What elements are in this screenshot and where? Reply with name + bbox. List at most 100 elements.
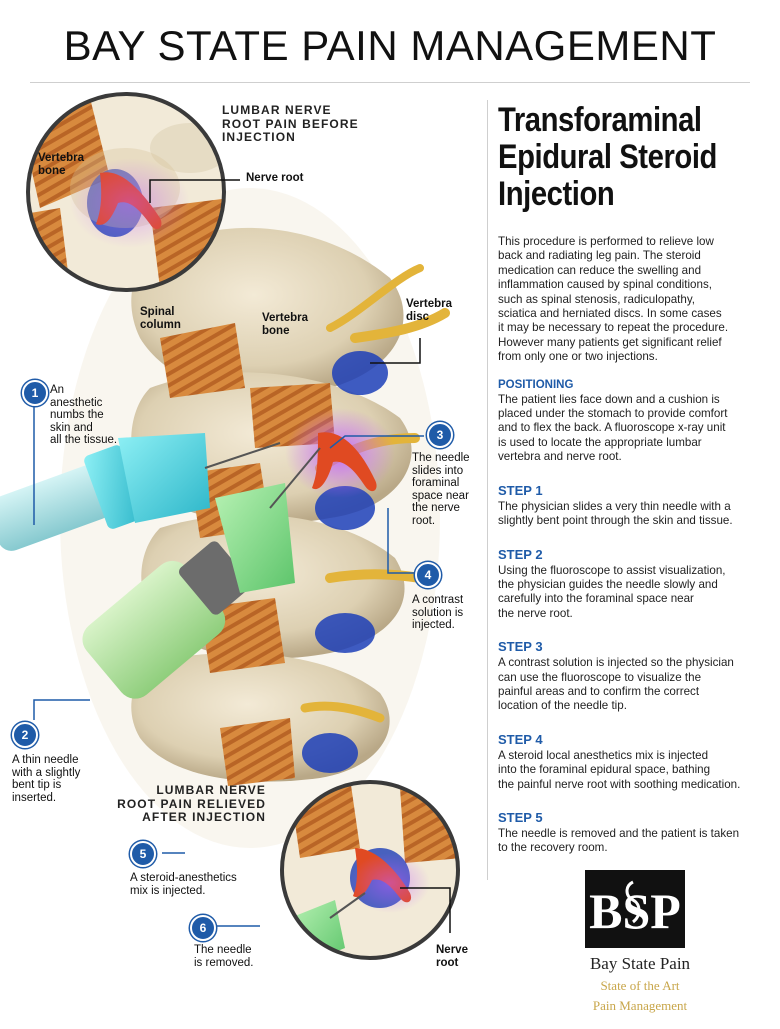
callout-line: foraminal	[412, 477, 460, 490]
intro-line: This procedure is performed to relieve l…	[498, 235, 714, 248]
label-vertebra-disc: Vertebra disc	[406, 298, 452, 323]
callout-line: root.	[412, 514, 436, 527]
heading-line: Injection	[498, 175, 615, 213]
callout-line: An	[50, 384, 65, 396]
step-line: location of the needle tip.	[498, 699, 627, 713]
column-divider	[487, 100, 488, 880]
step-line: slightly bent point through the skin and…	[498, 514, 733, 528]
caption-before-line: INJECTION	[222, 130, 296, 144]
intro-line: such as spinal stenosis, radiculopathy,	[498, 292, 695, 306]
callout-text-4: A contrast solution is injected.	[412, 594, 463, 632]
label-line: root	[436, 956, 459, 969]
spine-illustration: LUMBAR NERVE ROOT PAIN BEFORE INJECTION …	[0, 88, 480, 1024]
callout-line: mix is injected.	[130, 884, 206, 897]
intro-line: it may be necessary to repeat the proced…	[498, 321, 729, 335]
section-line: The patient lies face down and a cushion…	[498, 392, 720, 406]
callout-number-2: 2	[12, 722, 38, 748]
callout-line: inserted.	[12, 791, 57, 804]
callout-line: slides into	[412, 464, 464, 477]
caption-before-line: ROOT PAIN BEFORE	[222, 116, 359, 131]
section-line: is used to locate the appropriate lumbar	[498, 435, 702, 449]
caption-after: LUMBAR NERVE ROOT PAIN RELIEVED AFTER IN…	[96, 783, 266, 825]
caption-after-line: AFTER INJECTION	[142, 810, 266, 824]
callout-text-5: A steroid-anesthetics mix is injected.	[130, 872, 237, 897]
section-step-3: STEP 3 A contrast solution is injected s…	[498, 639, 770, 714]
magnifier-after	[280, 780, 460, 960]
callout-leaders	[33, 394, 424, 927]
intro-line: from only one or two injections.	[498, 350, 658, 364]
intro-line: medication can reduce the swelling and	[498, 263, 702, 277]
callout-line: bent tip is	[12, 779, 62, 792]
heading-line: Epidural Steroid	[498, 138, 717, 176]
page-title: BAY STATE PAIN MANAGEMENT	[63, 22, 717, 69]
caption-after-line: ROOT PAIN RELIEVED	[117, 796, 266, 811]
label-line: Vertebra	[406, 298, 453, 310]
logo-tagline: Pain Management	[592, 998, 688, 1013]
section-line: and to flex the back. A fluoroscope x-ra…	[498, 421, 726, 435]
article-heading: Transforaminal Epidural Steroid Injectio…	[498, 102, 773, 213]
label-line: Vertebra	[38, 152, 85, 164]
label-line: bone	[38, 164, 66, 177]
step-line: A steroid local anesthetics mix is injec…	[498, 748, 709, 762]
step-title: STEP 1	[498, 482, 543, 498]
callout-line: A contrast	[412, 594, 464, 606]
label-nerve-root-bottom: Nerve root	[436, 944, 468, 969]
step-line: Using the fluoroscope to assist visualiz…	[498, 563, 726, 577]
step-line: can use the fluoroscope to visualize the	[498, 670, 702, 684]
step-line: the nerve root.	[498, 606, 573, 620]
callout-line: injected.	[412, 619, 455, 632]
callout-number-1: 1	[22, 380, 48, 406]
article: Transforaminal Epidural Steroid Injectio…	[498, 102, 770, 856]
callout-number-5: 5	[130, 841, 156, 867]
label-line: Nerve	[436, 944, 468, 956]
intro-line: inflammation caused by spinal conditions…	[498, 278, 712, 292]
step-line: to the recovery room.	[498, 841, 608, 855]
label-nerve-root-top: Nerve root	[246, 172, 304, 184]
section-step-5: STEP 5 The needle is removed and the pat…	[498, 810, 770, 856]
step-line: the physician guides the needle slowly a…	[498, 577, 718, 591]
callout-line: The needle	[412, 452, 470, 464]
syringe-needle	[82, 447, 321, 699]
callout-line: with a slightly	[12, 766, 81, 779]
callout-text-2: A thin needle with a slightly bent tip i…	[12, 754, 80, 804]
step-line: painful areas and to confirm the correct	[498, 684, 700, 698]
syringe-anesthetic	[0, 433, 281, 551]
svg-text:BSP: BSP	[589, 883, 681, 939]
intro-line: However many patients get significant re…	[498, 335, 722, 349]
label-line: disc	[406, 310, 430, 323]
callout-line: solution is	[412, 606, 464, 619]
callout-number-4: 4	[415, 562, 441, 588]
callout-line: all the tissue.	[50, 434, 118, 447]
step-title: STEP 4	[498, 731, 543, 747]
label-vertebra-bone-top: Vertebra bone	[38, 152, 84, 177]
callout-line: The needle	[194, 944, 252, 956]
bsp-logo-mark: BSP	[585, 870, 685, 948]
callout-text-6: The needle is removed.	[194, 944, 253, 969]
step-line: the painful nerve root with soothing med…	[498, 777, 741, 791]
label-line: Spinal	[140, 306, 175, 318]
label-spinal-column: Spinal column	[140, 306, 181, 331]
step-title: STEP 2	[498, 546, 543, 562]
intro-line: back and radiating leg pain. The steroid	[498, 249, 701, 263]
spine-drawing	[0, 92, 460, 960]
section-title: POSITIONING	[498, 378, 574, 391]
section-positioning: POSITIONING The patient lies face down a…	[498, 379, 770, 465]
callout-line: A steroid-anesthetics	[130, 872, 237, 884]
logo-name: Bay State Pain	[589, 954, 691, 973]
callout-number-6: 6	[190, 915, 216, 941]
caption-after-line: LUMBAR NERVE	[156, 783, 266, 797]
step-line: The physician slides a very thin needle …	[498, 499, 731, 513]
callout-line: A thin needle	[12, 754, 79, 766]
step-line: A contrast solution is injected so the p…	[498, 656, 734, 670]
step-line: carefully into the foraminal space near	[498, 592, 694, 606]
callout-line: numbs the	[50, 409, 104, 422]
heading-line: Transforaminal	[498, 101, 702, 139]
caption-before: LUMBAR NERVE ROOT PAIN BEFORE INJECTION	[222, 103, 359, 145]
callout-line: anesthetic	[50, 396, 103, 409]
label-vertebra-bone-mid: Vertebra bone	[262, 312, 308, 337]
callout-text-1: An anesthetic numbs the skin and all the…	[50, 384, 117, 447]
callout-line: space near	[412, 489, 469, 502]
label-line: bone	[262, 324, 290, 337]
callout-line: the nerve	[412, 502, 460, 515]
step-line: The needle is removed and the patient is…	[498, 826, 740, 840]
